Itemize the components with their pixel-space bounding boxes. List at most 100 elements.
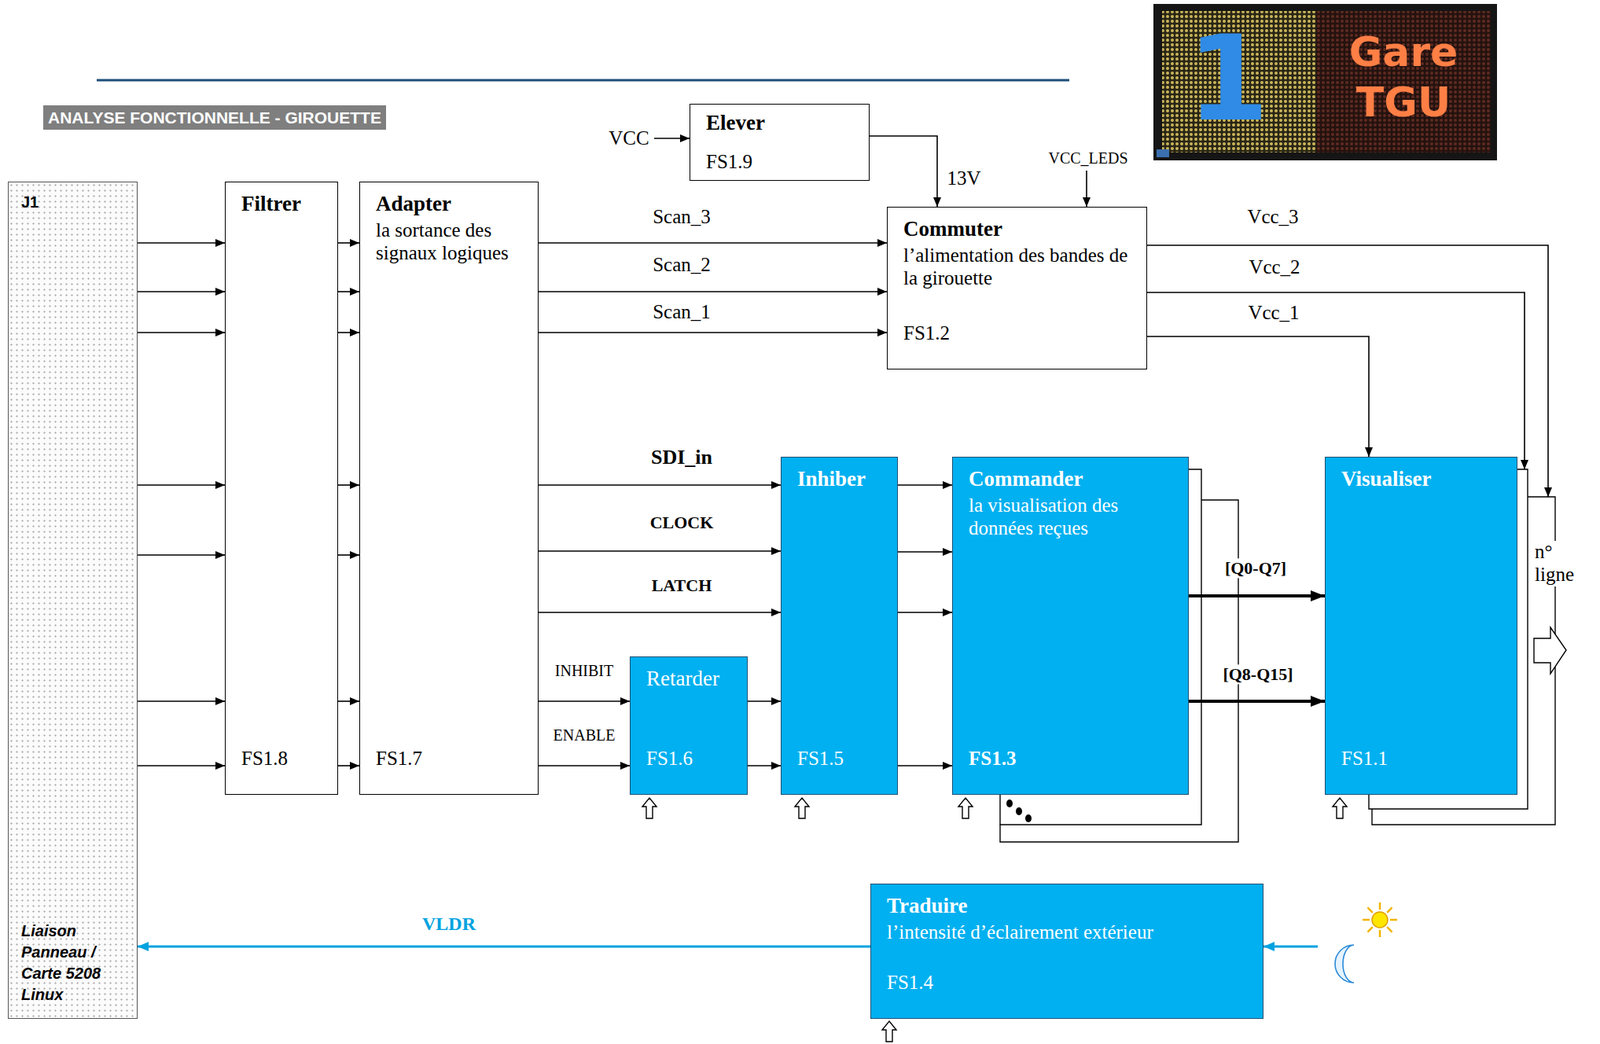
light-input bbox=[1263, 945, 1318, 949]
signal-label: 13V bbox=[944, 167, 983, 191]
sun-ray bbox=[1379, 902, 1382, 910]
signal-label: ENABLE bbox=[551, 726, 618, 745]
signal-wire bbox=[137, 242, 225, 244]
led-matrix bbox=[1316, 11, 1491, 153]
block-title: Inhiber bbox=[797, 467, 887, 492]
block-description: l’intensité d’éclairement extérieur bbox=[886, 921, 1252, 945]
function-code: FS1.1 bbox=[1341, 747, 1506, 771]
signal-wire bbox=[338, 700, 360, 703]
sun-ray bbox=[1386, 907, 1392, 913]
signal-wire bbox=[338, 331, 360, 334]
function-block: VisualiserFS1.1 bbox=[1324, 456, 1518, 795]
sun-ray bbox=[1390, 919, 1398, 922]
function-code: FS1.2 bbox=[903, 322, 1136, 346]
signal-wire bbox=[538, 484, 781, 486]
connector-group bbox=[137, 136, 1549, 947]
function-block: FiltrerFS1.8 bbox=[224, 181, 339, 795]
signal-wire bbox=[338, 554, 360, 556]
block-title: Commuter bbox=[903, 217, 1136, 242]
block-title: Commander bbox=[968, 467, 1178, 492]
signal-label: SDI_in bbox=[648, 445, 715, 470]
function-code: FS1.9 bbox=[706, 150, 858, 174]
signal-wire bbox=[747, 765, 781, 767]
signal-wire bbox=[338, 484, 360, 486]
signal-wire bbox=[747, 700, 781, 703]
signal-wire bbox=[538, 290, 887, 293]
display-digit: 1 bbox=[1187, 19, 1269, 138]
block-title: Elever bbox=[706, 110, 858, 136]
function-code: FS1.5 bbox=[797, 747, 887, 771]
function-block: EleverFS1.9 bbox=[689, 103, 870, 181]
connector-name: J1 bbox=[21, 193, 128, 212]
block-description: l’alimentation des bandes de la girouett… bbox=[903, 244, 1136, 291]
signal-wire bbox=[137, 331, 225, 334]
supply-name: VCC_LEDS bbox=[1045, 149, 1130, 168]
block-description: la sortance des signaux logiques bbox=[375, 219, 527, 265]
display-photo bbox=[1153, 3, 1498, 161]
connector-block: J1Liaison Panneau / Carte 5208 Linux bbox=[7, 181, 138, 1019]
signal-wire bbox=[338, 242, 360, 244]
supply-name: VCC bbox=[606, 127, 652, 151]
block-title: Adapter bbox=[375, 191, 527, 217]
signal-wire bbox=[538, 611, 781, 614]
power-symbol bbox=[958, 798, 973, 819]
supply-wire bbox=[1085, 170, 1088, 207]
signal-wire bbox=[897, 484, 953, 486]
sun-ray bbox=[1367, 926, 1372, 932]
block-title: Visualiser bbox=[1341, 467, 1506, 492]
sun-ray bbox=[1379, 930, 1382, 938]
power-symbol bbox=[882, 1021, 897, 1042]
function-block: Adapterla sortance des signaux logiquesF… bbox=[359, 181, 539, 795]
signal-label: VLDR bbox=[419, 913, 479, 936]
block-title: Filtrer bbox=[241, 191, 327, 217]
continuation-dot bbox=[1006, 799, 1013, 808]
symbol-group bbox=[642, 138, 1567, 1042]
block-title: Retarder bbox=[646, 666, 736, 692]
function-block: Traduirel’intensité d’éclairement extéri… bbox=[870, 883, 1264, 1019]
signal-wire bbox=[137, 484, 225, 486]
moon-icon bbox=[1335, 945, 1354, 983]
signal-wire bbox=[897, 611, 953, 614]
display-text: Gare bbox=[1349, 31, 1459, 73]
block-title: Traduire bbox=[886, 893, 1252, 919]
signal-label: LATCH bbox=[649, 575, 715, 596]
signal-label: Vcc_1 bbox=[1245, 301, 1302, 325]
signal-label: Scan_2 bbox=[650, 253, 714, 277]
output-arrow bbox=[1533, 627, 1567, 674]
function-block: Commuterl’alimentation des bandes de la … bbox=[886, 206, 1148, 370]
logo-mark bbox=[1156, 149, 1170, 158]
function-block: Commanderla visualisation des données re… bbox=[952, 456, 1189, 795]
signal-wire bbox=[1147, 292, 1525, 470]
block-description: la visualisation des données reçues bbox=[968, 494, 1178, 541]
photo-frame bbox=[1153, 3, 1498, 161]
header-rule bbox=[96, 79, 1070, 82]
signal-label: Scan_1 bbox=[650, 301, 714, 324]
signal-wire bbox=[338, 290, 360, 293]
signal-wire bbox=[538, 550, 781, 552]
signal-wire bbox=[897, 765, 953, 767]
function-code: FS1.8 bbox=[241, 747, 327, 771]
data-bus bbox=[1188, 594, 1325, 598]
signal-wire bbox=[137, 765, 225, 767]
power-symbol bbox=[642, 798, 657, 819]
signal-wire bbox=[137, 554, 225, 556]
signal-wire bbox=[338, 765, 360, 767]
sun-ray bbox=[1362, 919, 1370, 922]
function-block: RetarderFS1.6 bbox=[629, 656, 748, 795]
sun-ray bbox=[1386, 926, 1392, 932]
signal-wire bbox=[869, 136, 938, 207]
signal-wire bbox=[538, 331, 887, 334]
continuation-dot bbox=[1015, 807, 1023, 816]
signal-wire bbox=[1147, 336, 1369, 457]
signal-wire bbox=[897, 551, 953, 553]
function-code: FS1.6 bbox=[646, 747, 736, 771]
signal-label: Scan_3 bbox=[650, 205, 714, 229]
signal-wire bbox=[137, 290, 225, 293]
function-block: InhiberFS1.5 bbox=[780, 456, 898, 795]
page-title: ANALYSE FONCTIONNELLE - GIROUETTE bbox=[43, 105, 387, 130]
connector-note: Liaison Panneau / Carte 5208 Linux bbox=[21, 920, 128, 1006]
power-symbol bbox=[794, 798, 810, 819]
analog-signal bbox=[137, 945, 871, 949]
function-code: FS1.3 bbox=[968, 747, 1178, 771]
function-code: FS1.7 bbox=[375, 747, 527, 771]
